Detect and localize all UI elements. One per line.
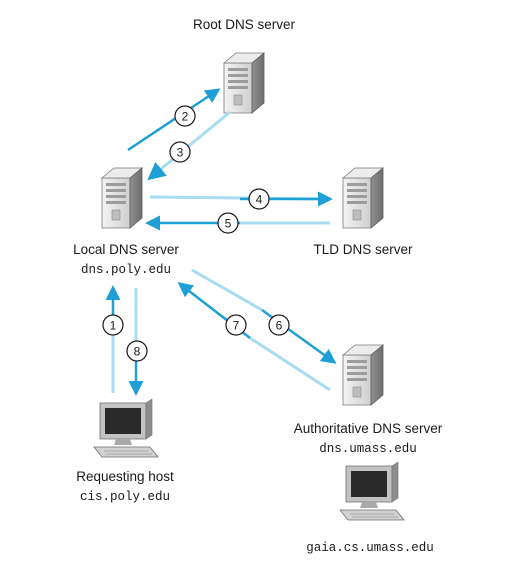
step-badge-6: 6 bbox=[268, 314, 290, 336]
svg-text:4: 4 bbox=[256, 193, 263, 207]
step-badge-8: 8 bbox=[126, 340, 148, 362]
arrow-step-6-tail bbox=[191, 268, 263, 312]
requesting-host-address: cis.poly.edu bbox=[80, 490, 170, 504]
requesting-host-label: Requesting host bbox=[76, 469, 174, 484]
svg-text:1: 1 bbox=[110, 319, 117, 333]
step-badge-7: 7 bbox=[225, 314, 247, 336]
step-badge-4: 4 bbox=[248, 188, 270, 210]
arrow-step-3 bbox=[147, 110, 231, 181]
svg-text:8: 8 bbox=[134, 345, 141, 359]
local-server-icon bbox=[101, 167, 143, 229]
target-host-address: gaia.cs.umass.edu bbox=[306, 541, 434, 555]
step-badge-5: 5 bbox=[217, 212, 239, 234]
step-badge-1: 1 bbox=[102, 314, 124, 336]
tld-server-icon bbox=[342, 167, 384, 229]
arrow-step-7-tail bbox=[249, 336, 331, 392]
step-badge-2: 2 bbox=[174, 105, 196, 127]
local-dns-server-host: dns.poly.edu bbox=[81, 263, 171, 277]
svg-text:2: 2 bbox=[182, 110, 189, 124]
local-dns-server-label: Local DNS server bbox=[73, 242, 179, 257]
tld-dns-server-label: TLD DNS server bbox=[313, 242, 413, 257]
root-dns-server-label: Root DNS server bbox=[193, 17, 296, 32]
root-server-icon bbox=[223, 52, 265, 114]
arrow-step-2 bbox=[127, 88, 221, 152]
authoritative-dns-server-host: dns.umass.edu bbox=[319, 442, 417, 456]
step-badge-3: 3 bbox=[169, 141, 191, 163]
authoritative-dns-server-label: Authoritative DNS server bbox=[294, 421, 443, 436]
authoritative-server-icon bbox=[342, 344, 384, 406]
target-host-computer-icon bbox=[339, 461, 405, 521]
svg-text:7: 7 bbox=[233, 319, 240, 333]
svg-text:3: 3 bbox=[177, 146, 184, 160]
requesting-host-computer-icon bbox=[93, 398, 159, 458]
svg-text:6: 6 bbox=[276, 319, 283, 333]
svg-text:5: 5 bbox=[225, 217, 232, 231]
